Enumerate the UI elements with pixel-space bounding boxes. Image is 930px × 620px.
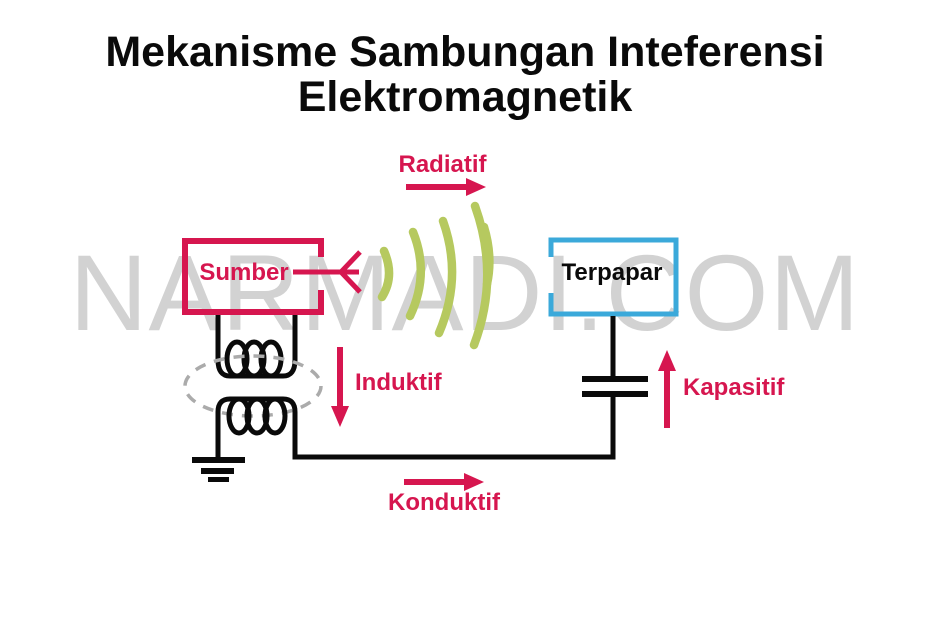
watermark-text: NARMADI.COM: [69, 232, 861, 353]
page-title-line1: Mekanisme Sambungan Inteferensi: [105, 28, 825, 76]
transformer-primary-coil-icon: [224, 339, 284, 379]
ground-symbol-icon: [192, 457, 245, 482]
radiative-label: Radiatif: [398, 151, 487, 178]
wave-arc-3: [434, 216, 457, 338]
capacitor-symbol-icon: [582, 376, 648, 397]
inductive-arrow-head-icon: [331, 406, 349, 427]
source-emission-arrowhead-icon: [337, 250, 362, 294]
capacitive-label: Kapasitif: [683, 374, 785, 401]
page-title-line2: Elektromagnetik: [297, 73, 633, 121]
source-box-label: Sumber: [199, 259, 289, 286]
wave-arc-1: [377, 246, 394, 302]
exposed-box-outline: [548, 237, 679, 317]
exposed-box-label: Terpapar: [561, 259, 663, 286]
inductive-label: Induktif: [355, 369, 442, 396]
page-title: Mekanisme Sambungan Inteferensi Elektrom…: [0, 30, 930, 120]
transformer-secondary-coil-icon: [226, 396, 288, 436]
inductive-coupling-ellipse-icon: [183, 354, 323, 418]
radiative-arrow-head-icon: [466, 178, 486, 196]
radiation-waves-icon: [377, 201, 494, 350]
capacitive-arrow-head-icon: [658, 350, 676, 371]
conductive-arrow-head-icon: [464, 473, 484, 491]
source-box-outline: [182, 238, 324, 315]
conductive-label: Konduktif: [388, 489, 500, 516]
wave-arc-5: [479, 222, 494, 289]
conductive-wire: [292, 395, 616, 460]
wave-arc-2: [405, 227, 425, 321]
